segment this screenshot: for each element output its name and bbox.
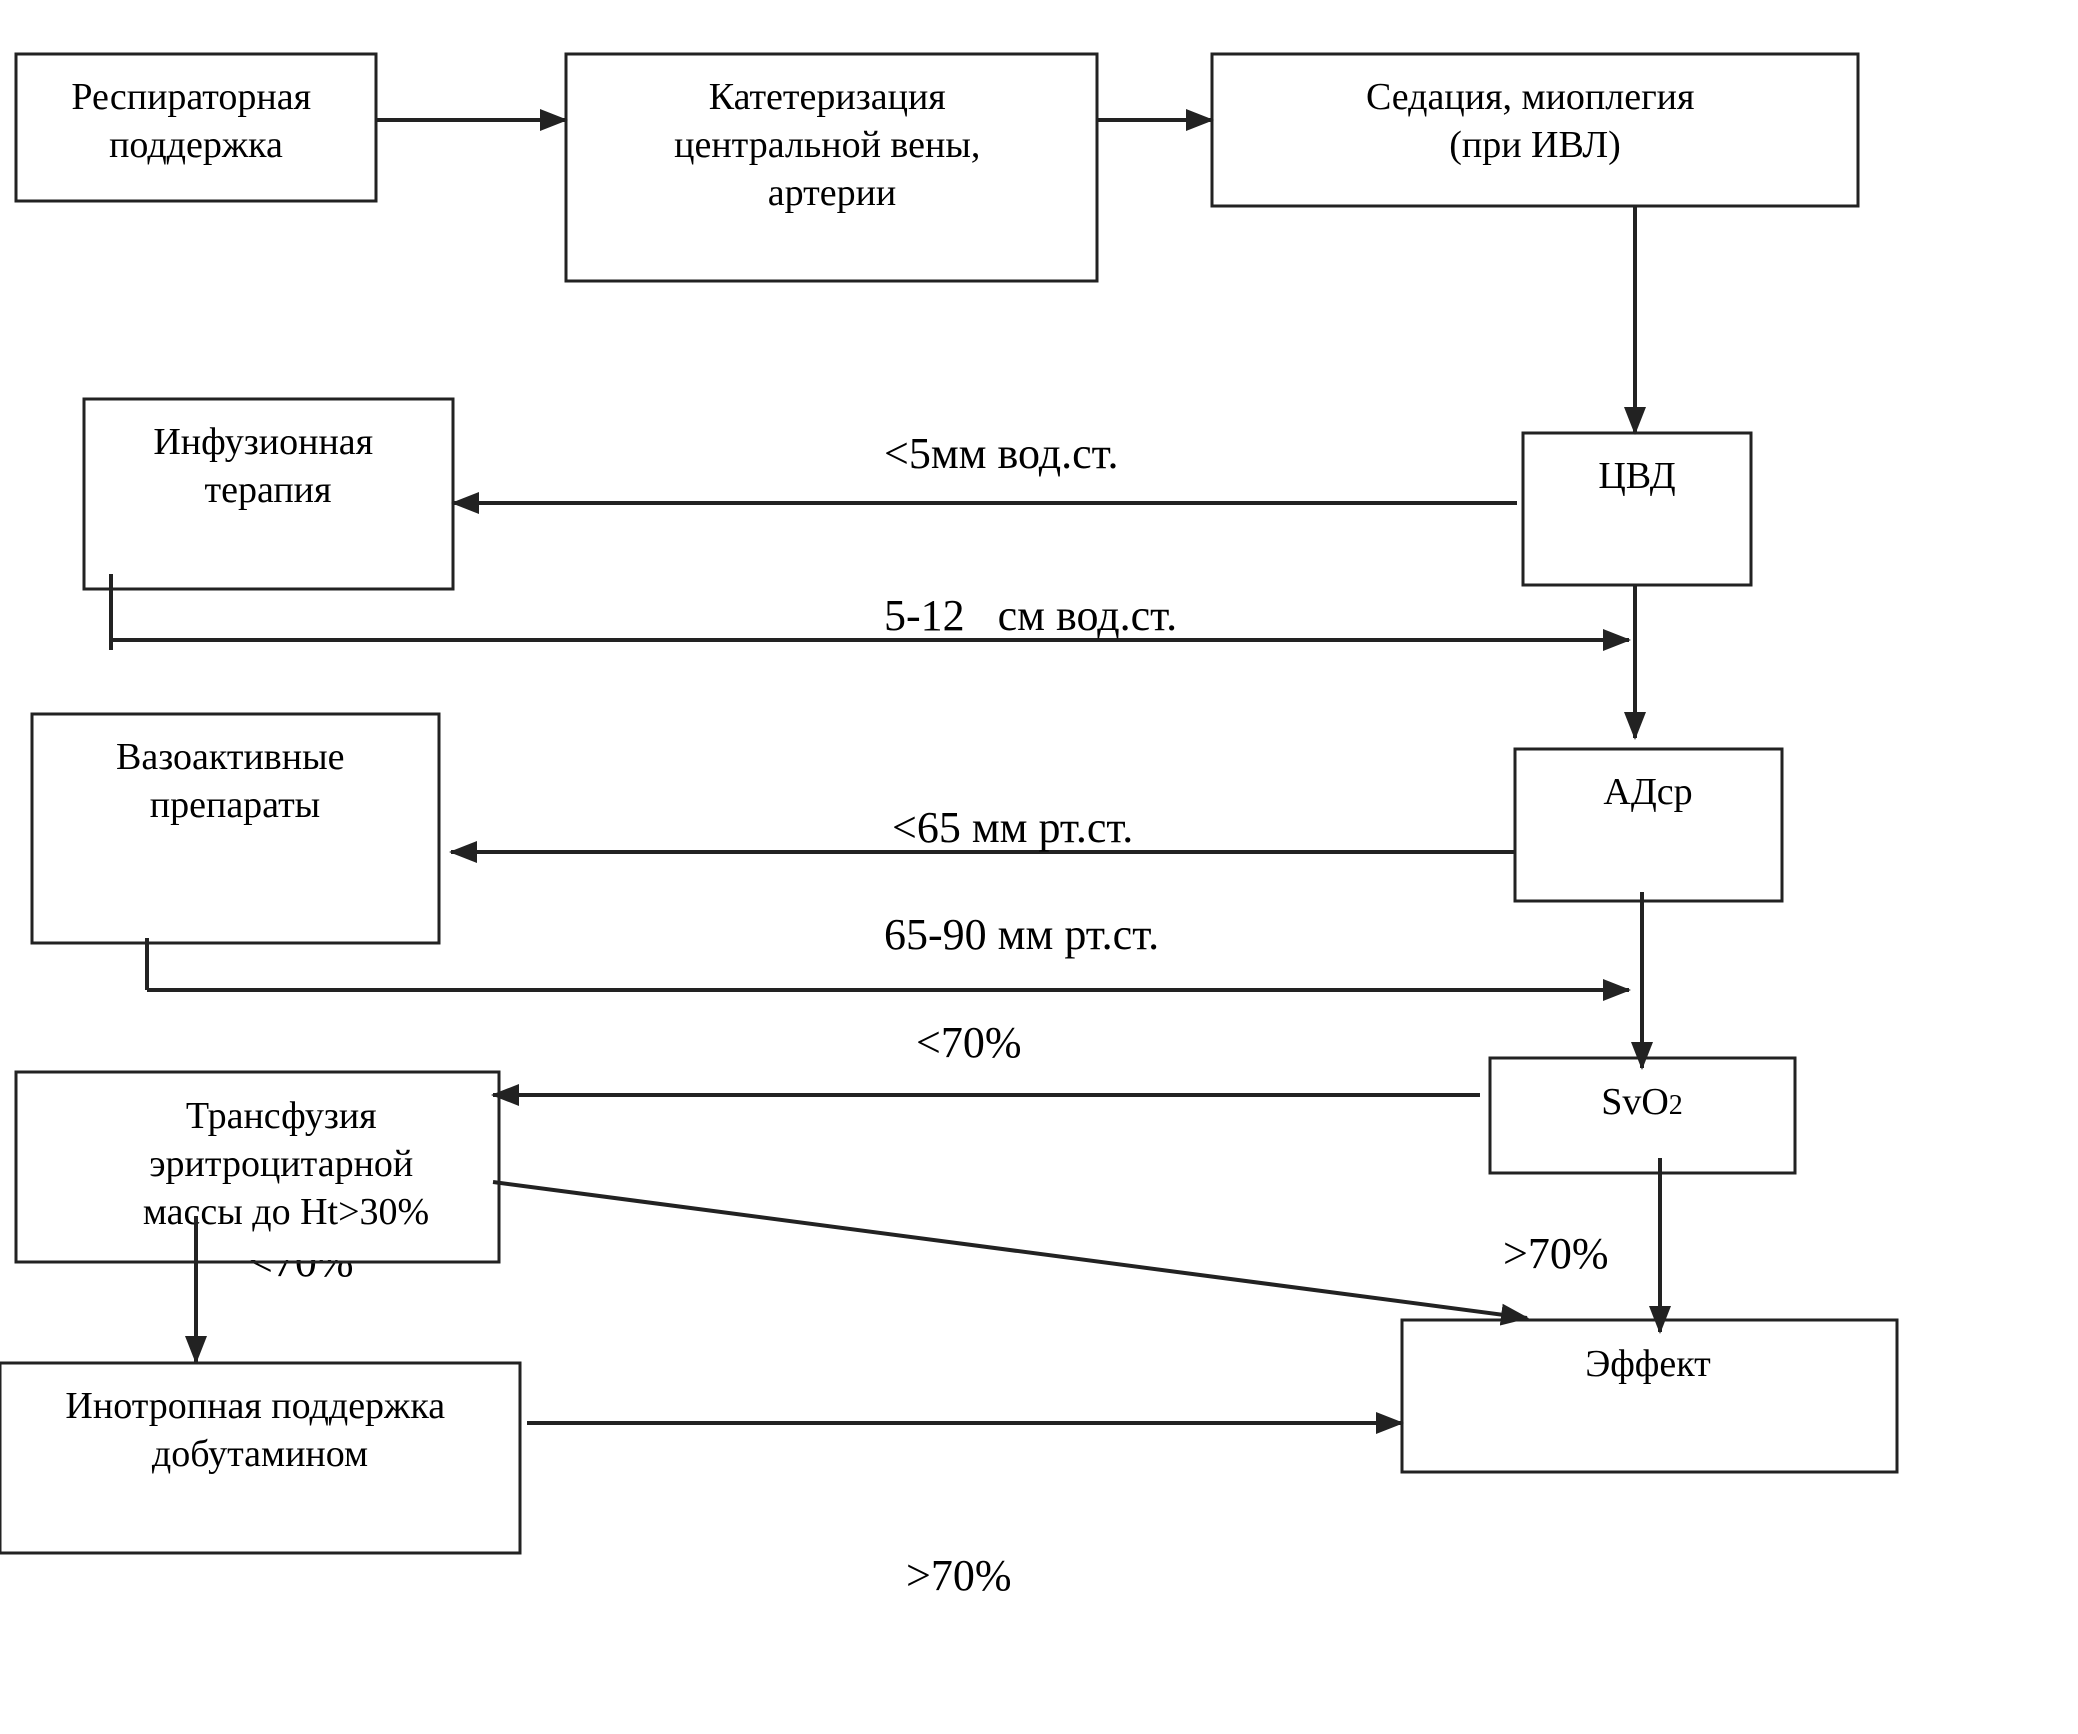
infusion-therapy-line-1: Инфузионная [153, 421, 373, 463]
label-inotropic-high: >70% [906, 1551, 1011, 1600]
sedation-line-2: (при ИВЛ) [1449, 124, 1621, 166]
label-cvp-low: <5мм вод.ст. [884, 429, 1119, 478]
sedation-line-1: Седация, миоплегия [1366, 76, 1694, 118]
catheterization-text: Катетеризация центральной вены, артерии [674, 76, 990, 214]
infusion-therapy-text: Инфузионная терапия [153, 421, 382, 511]
vasoactive-drugs-text: Вазоактивные препараты [116, 736, 354, 826]
cvp-text: ЦВД [1598, 455, 1675, 497]
respiratory-support-line-2: поддержка [109, 124, 283, 166]
transfusion-text: Трансфузия эритроцитарной массы до Ht>30… [143, 1095, 429, 1233]
transfusion-line-1: Трансфузия [186, 1095, 377, 1137]
svo2-main: SvO [1601, 1081, 1669, 1123]
transfusion-label-mask [234, 1232, 354, 1260]
inotropic-support-line-2: добутамином [152, 1433, 368, 1475]
effect-text: Эффект [1585, 1343, 1711, 1385]
cvp-line-1: ЦВД [1598, 455, 1675, 497]
infusion-therapy-line-2: терапия [205, 469, 332, 511]
arrow-transfusion-to-effect [492, 1180, 1529, 1326]
label-map-low: <65 мм рт.ст. [892, 803, 1133, 852]
map-box [1513, 747, 1784, 903]
label-svo2-high: >70% [1503, 1229, 1608, 1278]
effect-line-1: Эффект [1585, 1343, 1711, 1385]
effect-box [1400, 1318, 1899, 1474]
transfusion-line-3: массы до Ht>30% [143, 1191, 429, 1233]
svo2-text: SvO2 [1601, 1081, 1683, 1123]
label-map-normal: 65-90 мм рт.ст. [884, 910, 1159, 959]
svo2-box [1488, 1056, 1797, 1175]
inotropic-support-text: Инотропная поддержка добутамином [65, 1385, 454, 1475]
infusion-therapy-box [82, 397, 455, 591]
sedation-box [1210, 52, 1860, 208]
catheterization-line-3: артерии [768, 172, 897, 214]
respiratory-support-box [14, 52, 378, 203]
inotropic-support-line-1: Инотропная поддержка [65, 1385, 445, 1427]
vasoactive-drugs-line-1: Вазоактивные [116, 736, 344, 778]
vasoactive-drugs-line-2: препараты [150, 784, 320, 826]
label-cvp-normal: 5-12 см вод.ст. [884, 591, 1177, 640]
map-text: АДср [1603, 771, 1692, 813]
respiratory-support-text: Респираторная поддержка [71, 76, 320, 166]
map-line-1: АДср [1603, 771, 1692, 813]
catheterization-box [564, 52, 1099, 283]
vasoactive-drugs-box [30, 712, 441, 945]
catheterization-line-1: Катетеризация [709, 76, 946, 118]
catheterization-line-2: центральной вены, [674, 124, 980, 166]
respiratory-support-line-1: Респираторная [71, 76, 311, 118]
sedation-text: Седация, миоплегия (при ИВЛ) [1366, 76, 1704, 166]
transfusion-line-2: эритроцитарной [149, 1143, 413, 1185]
svo2-subscript: 2 [1669, 1090, 1683, 1121]
inotropic-support-box [0, 1361, 522, 1555]
label-svo2-low: <70% [916, 1018, 1021, 1067]
